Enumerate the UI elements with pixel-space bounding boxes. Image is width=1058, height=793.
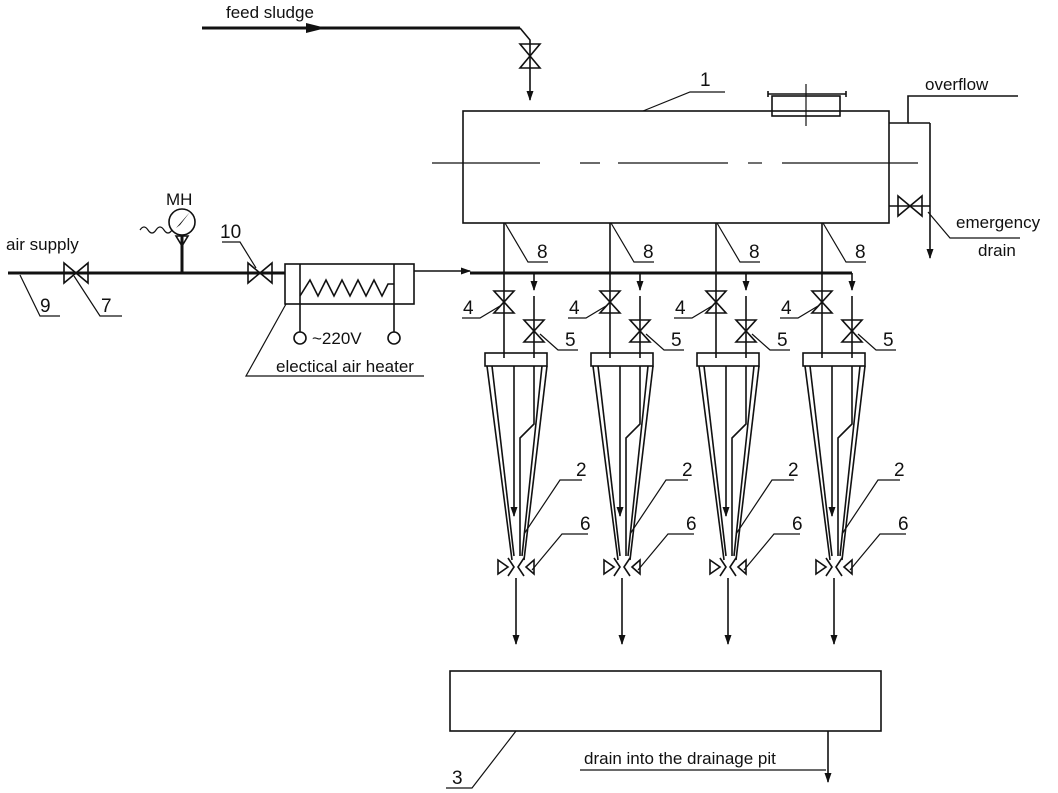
- voltage-label: ~220V: [312, 329, 362, 348]
- air-valve[interactable]: [734, 319, 758, 343]
- emergency-drain-valve[interactable]: [897, 194, 923, 218]
- feed-sludge-label: feed sludge: [226, 3, 314, 22]
- hydrocyclone-unit: 8 4 5 2 6: [674, 222, 803, 645]
- feed-valve-number: 4: [781, 298, 792, 319]
- feed-valve[interactable]: [598, 290, 622, 314]
- overflow-line: [889, 95, 1018, 259]
- air-valve-number: 5: [883, 330, 894, 351]
- air-supply-line: [8, 241, 852, 317]
- branch-number: 8: [749, 242, 760, 263]
- heater-valve-number: 10: [220, 222, 241, 243]
- tank-number: 1: [700, 70, 711, 91]
- main-air-valve[interactable]: [63, 261, 89, 285]
- feed-sludge-line: [202, 23, 542, 101]
- electric-air-heater: [244, 263, 424, 377]
- hydrocyclone-number: 2: [894, 460, 905, 481]
- air-supply-label: air supply: [6, 235, 79, 254]
- air-line-number: 9: [40, 296, 51, 317]
- main-valve-number: 7: [101, 296, 112, 317]
- feed-sludge-valve[interactable]: [518, 43, 542, 69]
- heater-inlet-valve[interactable]: [247, 261, 273, 285]
- hydrocyclone-unit: 8 4 5 2 6: [780, 222, 909, 645]
- gauge-label: MH: [166, 190, 192, 209]
- collector-tank: [446, 670, 882, 789]
- nozzle-number: 6: [580, 514, 591, 535]
- air-valve[interactable]: [522, 319, 546, 343]
- hydrocyclone-number: 2: [682, 460, 693, 481]
- settling-tank: [432, 84, 918, 224]
- discharge-nozzle: [497, 557, 535, 577]
- emergency-label: emergency: [956, 213, 1041, 232]
- discharge-nozzle: [709, 557, 747, 577]
- overflow-label: overflow: [925, 75, 989, 94]
- emergency-drain-line: [889, 194, 1020, 239]
- collector-number: 3: [452, 768, 463, 789]
- nozzle-number: 6: [792, 514, 803, 535]
- feed-valve-number: 4: [569, 298, 580, 319]
- hydrocyclone-number: 2: [788, 460, 799, 481]
- branch-number: 8: [537, 242, 548, 263]
- feed-valve[interactable]: [704, 290, 728, 314]
- branch-number: 8: [855, 242, 866, 263]
- air-valve-number: 5: [777, 330, 788, 351]
- air-valve[interactable]: [628, 319, 652, 343]
- feed-valve[interactable]: [492, 290, 516, 314]
- feed-valve[interactable]: [810, 290, 834, 314]
- drain-pit-label: drain into the drainage pit: [584, 749, 776, 768]
- drain-label: drain: [978, 241, 1016, 260]
- nozzle-number: 6: [898, 514, 909, 535]
- discharge-nozzle: [815, 557, 853, 577]
- air-valve[interactable]: [840, 319, 864, 343]
- hydrocyclone-unit: 8 4 5 2 6: [568, 222, 697, 645]
- manhole-hatch: [767, 84, 847, 126]
- air-valve-number: 5: [671, 330, 682, 351]
- feed-valve-number: 4: [675, 298, 686, 319]
- hydrocyclone-number: 2: [576, 460, 587, 481]
- discharge-nozzle: [603, 557, 641, 577]
- hydrocyclone-unit: 8 4 5 2 6: [462, 222, 591, 645]
- feed-valve-number: 4: [463, 298, 474, 319]
- nozzle-number: 6: [686, 514, 697, 535]
- air-valve-number: 5: [565, 330, 576, 351]
- heater-label: electical air heater: [276, 357, 414, 376]
- branch-number: 8: [643, 242, 654, 263]
- pressure-gauge: [139, 208, 196, 273]
